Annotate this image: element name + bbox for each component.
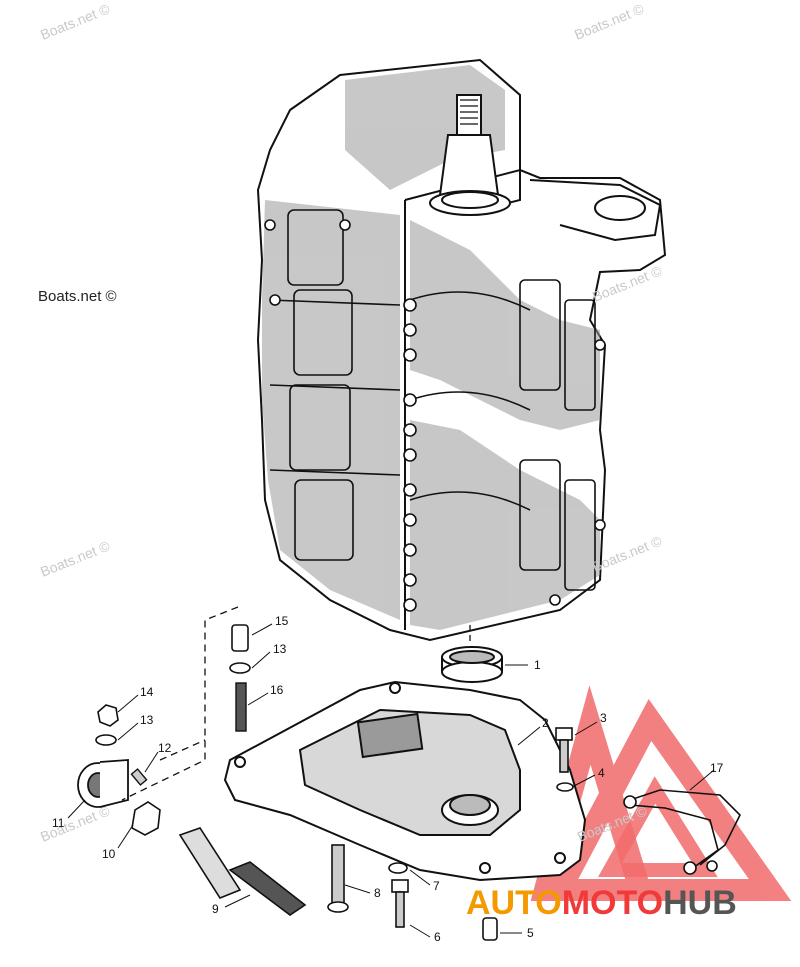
- callout-2: 2: [542, 716, 549, 730]
- callout-8: 8: [374, 886, 381, 900]
- screw-3: [555, 727, 573, 773]
- washer-4: [556, 782, 574, 792]
- callout-11: 11: [52, 816, 65, 830]
- callout-5: 5: [527, 926, 534, 940]
- nut-10: [131, 801, 161, 836]
- callout-17: 17: [710, 761, 724, 775]
- spacer-15: [231, 624, 249, 652]
- callout-3: 3: [600, 711, 607, 725]
- bearing-plate: [223, 680, 587, 882]
- dowel-pin-5: [482, 917, 498, 941]
- callout-10: 10: [102, 847, 116, 861]
- nut-14: [97, 704, 119, 727]
- callout-12: 12: [158, 741, 172, 755]
- callout-16: 16: [270, 683, 284, 697]
- callout-numbers: 1 2 3 4 5 6 7 8 9 10 11 12 13 14 13 15 1…: [52, 614, 724, 944]
- block-detail-lines: [269, 209, 596, 591]
- fitting-11: [77, 759, 129, 808]
- callout-7: 7: [433, 879, 440, 893]
- stud-16: [235, 682, 247, 732]
- hose-9: [178, 827, 307, 916]
- callout-15: 15: [275, 614, 289, 628]
- logo-moto: MOTO: [561, 884, 664, 922]
- crankshaft-top: [429, 94, 662, 242]
- callout-1: 1: [534, 658, 541, 672]
- callout-13a: 13: [140, 713, 154, 727]
- assembly-guide-line: [121, 606, 239, 801]
- callout-leaders: [67, 623, 715, 938]
- screw-12: [130, 768, 148, 786]
- logo-auto: AUTO: [466, 884, 562, 922]
- seam-bolts: [264, 219, 606, 612]
- screw-6: [391, 879, 409, 928]
- washer-7: [388, 862, 408, 874]
- watermark: Boats.net ©: [38, 288, 117, 305]
- bearing-seal: [441, 646, 503, 683]
- bolt-8: [327, 844, 349, 913]
- callout-14: 14: [140, 685, 154, 699]
- washer-13a: [95, 734, 117, 746]
- washer-13b: [229, 662, 251, 674]
- callout-4: 4: [598, 766, 605, 780]
- callout-9: 9: [212, 902, 219, 916]
- callout-6: 6: [434, 930, 441, 944]
- callout-13b: 13: [273, 642, 287, 656]
- logo-hub: HUB: [663, 884, 737, 922]
- logo-triangle-inner-icon: [598, 776, 718, 877]
- automotohub-logo: AUTOMOTOHUB: [466, 884, 737, 923]
- ground-wire-17: [623, 789, 741, 875]
